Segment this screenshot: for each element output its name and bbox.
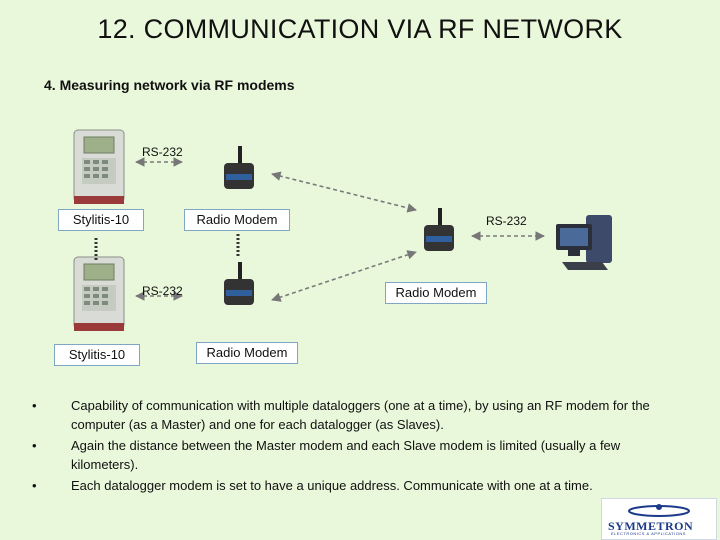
stylitis-label-1: Stylitis-10: [58, 209, 144, 231]
bullet-text: Each datalogger modem is set to have a u…: [71, 478, 593, 493]
rs232-label-mid: RS-232: [142, 284, 183, 298]
bullet-dot: •: [32, 398, 37, 413]
logo-name: SYMMETRON: [608, 519, 694, 533]
logo-tagline: ELECTRONICS & APPLICATIONS: [611, 531, 686, 536]
rf-link-2: [271, 250, 417, 302]
bullet-item: • Each datalogger modem is set to have a…: [32, 476, 680, 495]
radio-modem-icon-2: [224, 262, 254, 305]
bullet-item: • Again the distance between the Master …: [32, 436, 680, 474]
stylitis-label-2: Stylitis-10: [54, 344, 140, 366]
radio-modem-icon-1: [224, 146, 254, 189]
radio-modem-icon-master: [424, 208, 454, 251]
bullet-item: • Capability of communication with multi…: [32, 396, 680, 434]
bullet-text: Capability of communication with multipl…: [71, 398, 650, 432]
datalogger-device-2: [73, 256, 125, 331]
section-heading: 4. Measuring network via RF modems: [44, 77, 295, 93]
rf-link-1: [271, 171, 417, 213]
network-diagram: [73, 129, 612, 331]
rs232-label-top: RS-232: [142, 145, 183, 159]
symmetron-logo: SYMMETRON ELECTRONICS & APPLICATIONS: [601, 498, 717, 540]
radio-modem-label-2: Radio Modem: [196, 342, 298, 364]
radio-modem-label-1: Radio Modem: [184, 209, 290, 231]
bullet-text: Again the distance between the Master mo…: [71, 438, 621, 472]
computer-icon: [556, 215, 612, 270]
bullet-list: • Capability of communication with multi…: [32, 396, 680, 497]
radio-modem-label-master: Radio Modem: [385, 282, 487, 304]
datalogger-device-1: [73, 129, 125, 204]
logo-swoosh-icon: [628, 504, 690, 517]
bullet-dot: •: [32, 438, 37, 453]
bullet-dot: •: [32, 478, 37, 493]
page-title: 12. COMMUNICATION VIA RF NETWORK: [97, 14, 623, 44]
rs232-label-right: RS-232: [486, 214, 527, 228]
